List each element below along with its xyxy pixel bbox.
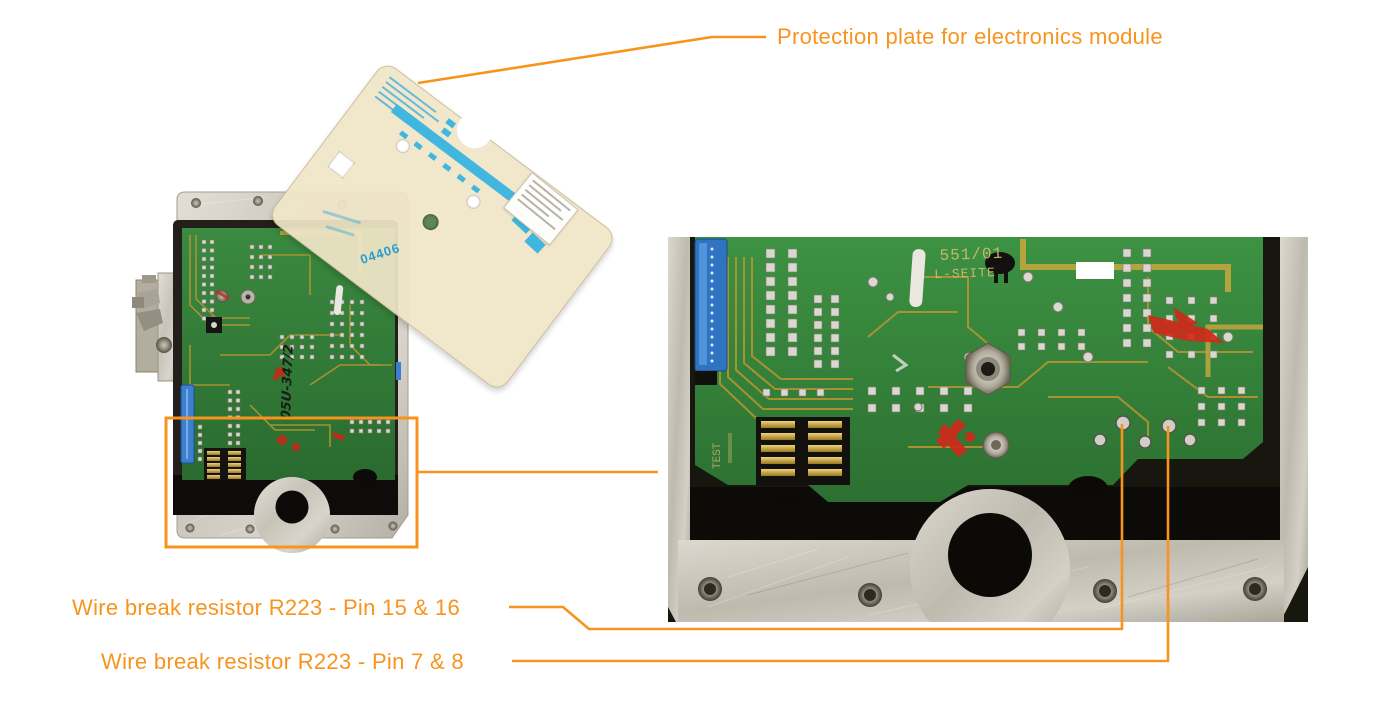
hex-nut: [965, 342, 1011, 396]
gold-pin-header: [204, 448, 246, 480]
metal-frame-right: [1280, 237, 1308, 622]
annotation-pin7-8: Wire break resistor R223 - Pin 7 & 8: [101, 649, 464, 674]
notch-hole: [948, 513, 1032, 597]
solder-pads: [762, 248, 1246, 427]
white-rectangle: [1076, 262, 1114, 279]
handwritten-board-id: 05U-347/2: [279, 344, 297, 421]
enlarged-pcb-photo: 551/01 L-SEITE TEST: [668, 237, 1308, 622]
silkscreen-text: 551/01 L-SEITE: [934, 245, 1003, 282]
side-connector-bracket: [132, 272, 183, 382]
svg-text:551/01: 551/01: [939, 245, 1003, 265]
leader-line-protection-plate: [417, 35, 766, 85]
gold-pin-header: [756, 417, 850, 485]
blue-edge-connector: [694, 238, 728, 385]
screw: [191, 198, 201, 208]
silkscreen-test: TEST: [712, 442, 724, 469]
white-slot: [333, 285, 344, 315]
annotation-protection-plate: Protection plate for electronics module: [777, 24, 1163, 49]
white-slot: [909, 249, 926, 308]
svg-text:L-SEITE: L-SEITE: [934, 265, 996, 282]
screw: [253, 196, 263, 206]
annotation-pin15-16: Wire break resistor R223 - Pin 15 & 16: [72, 595, 460, 620]
transistor: [985, 252, 1015, 274]
notch-hole: [275, 490, 309, 524]
